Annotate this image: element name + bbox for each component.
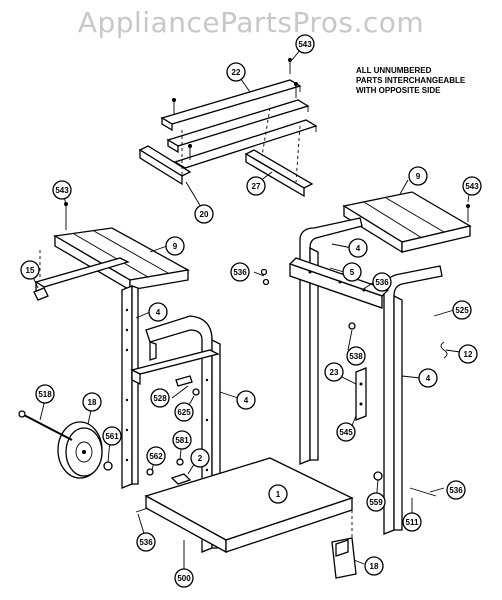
callout-9-right: 9 bbox=[408, 166, 428, 186]
callout-number: 4 bbox=[356, 244, 361, 253]
callout-number: 12 bbox=[464, 350, 473, 359]
callout-number: 15 bbox=[26, 266, 35, 275]
callout-number: 27 bbox=[252, 182, 261, 191]
callout-562: 562 bbox=[146, 446, 166, 466]
callout-4-left: 4 bbox=[148, 302, 168, 322]
callout-23: 23 bbox=[324, 362, 344, 382]
callout-number: 538 bbox=[349, 352, 363, 361]
leader-lines bbox=[29, 43, 471, 572]
top-shelf-screws bbox=[172, 58, 298, 160]
callout-27: 27 bbox=[246, 176, 266, 196]
callout-number: 20 bbox=[200, 210, 209, 219]
callout-number: 23 bbox=[330, 368, 339, 377]
callout-number: 543 bbox=[465, 182, 479, 191]
callout-number: 22 bbox=[232, 68, 241, 77]
bottom-shelf bbox=[144, 457, 354, 554]
right-side-shelf bbox=[342, 191, 472, 254]
callout-5: 5 bbox=[342, 262, 362, 282]
callout-581: 581 bbox=[172, 430, 192, 450]
callout-543-top: 543 bbox=[295, 34, 315, 54]
callout-20: 20 bbox=[194, 204, 214, 224]
callout-number: 511 bbox=[406, 518, 419, 527]
callout-538: 538 bbox=[346, 346, 366, 366]
right-rear-frame bbox=[299, 217, 363, 465]
right-front-frame bbox=[383, 265, 443, 535]
callout-number: 9 bbox=[173, 242, 178, 251]
callout-number: 2 bbox=[198, 454, 203, 463]
callout-4-right-top: 4 bbox=[348, 238, 368, 258]
callout-number: 500 bbox=[177, 574, 191, 583]
callout-number: 559 bbox=[369, 498, 383, 507]
callout-12: 12 bbox=[458, 344, 478, 364]
watermark: AppliancePartsPros.com bbox=[77, 6, 425, 39]
callout-number: 581 bbox=[175, 436, 189, 445]
right-bracket bbox=[355, 367, 367, 421]
wheel bbox=[57, 421, 103, 479]
note-line-2: PARTS INTERCHANGEABLE bbox=[356, 76, 466, 85]
callout-number: 18 bbox=[88, 398, 97, 407]
callout-number: 9 bbox=[416, 172, 421, 181]
callout-500: 500 bbox=[174, 568, 194, 588]
callout-9-left: 9 bbox=[165, 236, 185, 256]
callout-4-left-lower: 4 bbox=[236, 390, 256, 410]
callout-18-wheel: 18 bbox=[82, 392, 102, 412]
callout-number: 543 bbox=[298, 40, 312, 49]
right-crossbar bbox=[288, 257, 390, 309]
callout-number: 561 bbox=[105, 432, 119, 441]
callout-536-upper-left: 536 bbox=[230, 262, 250, 282]
callout-number: 545 bbox=[339, 428, 353, 437]
callout-525: 525 bbox=[452, 300, 472, 320]
callout-number: 525 bbox=[455, 306, 469, 315]
callout-number: 18 bbox=[370, 562, 379, 571]
callout-number: 518 bbox=[38, 390, 52, 399]
axle-bolt bbox=[18, 410, 73, 441]
top-shelf-brackets bbox=[138, 107, 314, 198]
callout-543-right: 543 bbox=[462, 176, 482, 196]
callout-545: 545 bbox=[336, 422, 356, 442]
callout-number: 536 bbox=[449, 486, 463, 495]
callout-22: 22 bbox=[226, 62, 246, 82]
callout-511: 511 bbox=[402, 512, 422, 532]
callout-number: 4 bbox=[244, 396, 249, 405]
callout-4-right-lower: 4 bbox=[418, 368, 438, 388]
callout-543-left: 543 bbox=[52, 180, 72, 200]
note-line-3: WITH OPPOSITE SIDE bbox=[356, 86, 441, 95]
callout-536-left-lower: 536 bbox=[136, 532, 156, 552]
callout-625: 625 bbox=[174, 402, 194, 422]
callout-528: 528 bbox=[150, 388, 170, 408]
left-crossbar bbox=[130, 349, 220, 386]
left-front-leg bbox=[121, 285, 139, 489]
callout-536-right-lower: 536 bbox=[446, 480, 466, 500]
interchangeable-parts-note: ALL UNNUMBERED PARTS INTERCHANGEABLE WIT… bbox=[356, 66, 465, 96]
callout-2: 2 bbox=[190, 448, 210, 468]
callout-15: 15 bbox=[20, 260, 40, 280]
hook bbox=[440, 341, 448, 359]
part-callouts: 543 22 20 27 543 9 15 4 543 9 4 5 536 53… bbox=[20, 34, 482, 588]
callout-number: 562 bbox=[149, 452, 163, 461]
callout-number: 536 bbox=[139, 538, 153, 547]
callout-559: 559 bbox=[366, 492, 386, 512]
callout-number: 543 bbox=[55, 186, 69, 195]
callout-1: 1 bbox=[268, 484, 288, 504]
callout-number: 5 bbox=[350, 268, 355, 277]
callout-536-upper-right: 536 bbox=[372, 272, 392, 292]
foot-cap bbox=[331, 537, 357, 579]
top-shelf-slats bbox=[160, 79, 318, 176]
callout-18-foot: 18 bbox=[364, 556, 384, 576]
callout-number: 528 bbox=[153, 394, 167, 403]
callout-number: 4 bbox=[156, 308, 161, 317]
note-line-1: ALL UNNUMBERED bbox=[356, 66, 432, 75]
callout-number: 4 bbox=[426, 374, 431, 383]
callout-number: 625 bbox=[177, 408, 191, 417]
callout-number: 536 bbox=[375, 278, 389, 287]
end-cap bbox=[33, 287, 49, 301]
callout-number: 536 bbox=[233, 268, 247, 277]
callout-number: 1 bbox=[276, 490, 281, 499]
callout-518: 518 bbox=[35, 384, 55, 404]
callout-561: 561 bbox=[102, 426, 122, 446]
